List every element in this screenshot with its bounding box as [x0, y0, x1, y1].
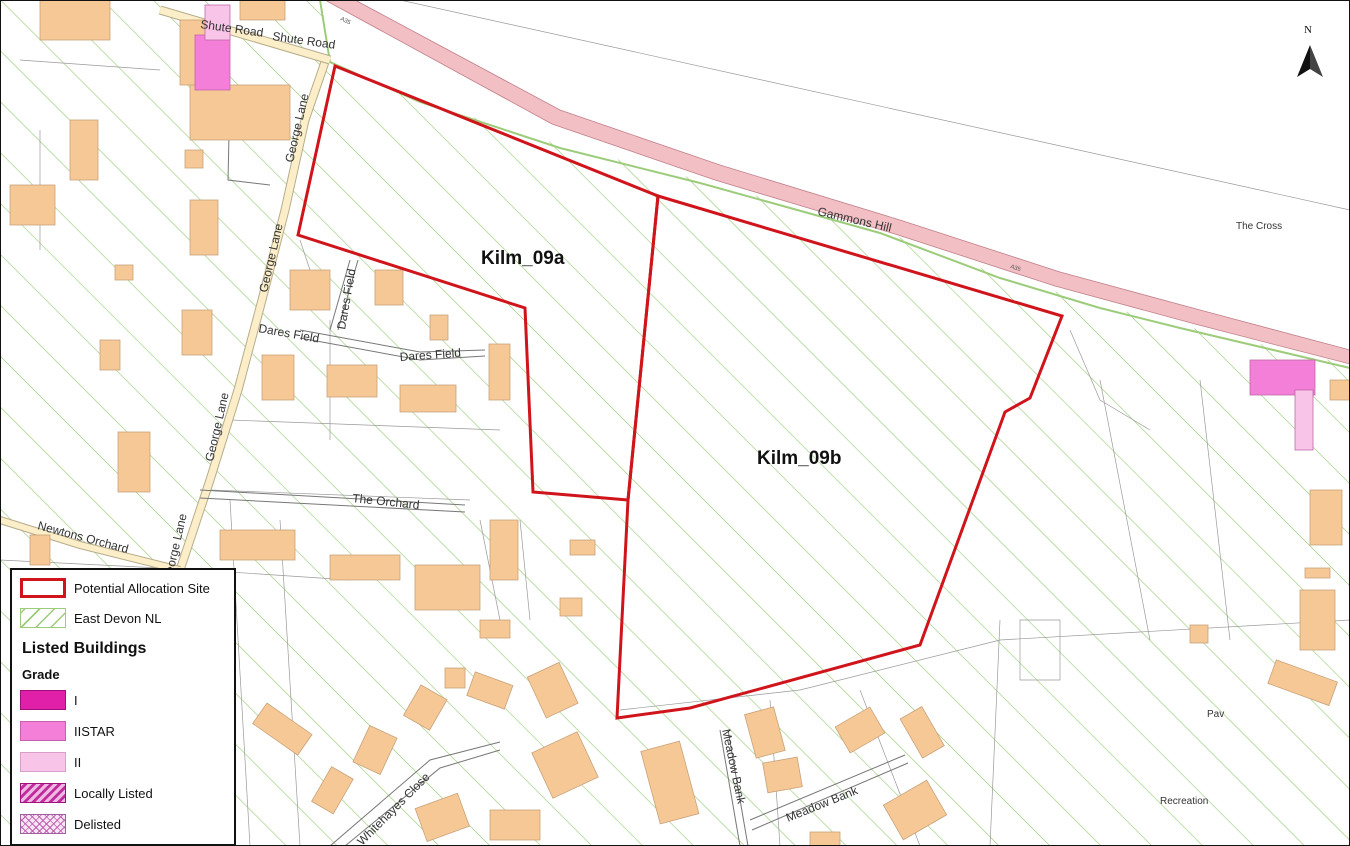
north-label: N	[1304, 24, 1312, 36]
place-label-recreation: Recreation	[1160, 796, 1208, 807]
site-label-kilm-09b: Kilm_09b	[757, 448, 841, 469]
grade-ii-swatch-icon	[20, 752, 66, 772]
grade-iistar-swatch-icon	[20, 721, 66, 741]
legend-item-grade-iistar: IISTAR	[20, 721, 115, 741]
legend-label: Locally Listed	[74, 785, 153, 801]
north-arrow-icon	[1297, 45, 1323, 77]
legend-heading-grade: Grade	[22, 667, 60, 682]
place-label-the-cross: The Cross	[1236, 221, 1282, 232]
road-label-dares-field: Dares Field	[399, 346, 461, 364]
delisted-swatch-icon	[20, 814, 66, 834]
nl-hatch-swatch-icon	[20, 608, 66, 628]
locally-listed-swatch-icon	[20, 783, 66, 803]
legend-label: II	[74, 754, 82, 770]
legend-label: East Devon NL	[74, 610, 162, 626]
a-road	[324, 0, 1350, 365]
listed-buildings	[194, 4, 1316, 451]
minor-roads	[199, 89, 909, 846]
legend-label: Delisted	[74, 816, 121, 832]
legend-item-locally-listed: Locally Listed	[20, 783, 153, 803]
site-label-kilm-09a: Kilm_09a	[481, 248, 565, 269]
site-kilm-09b-boundary[interactable]	[615, 194, 1064, 720]
legend-label: I	[74, 692, 78, 708]
a-road-label: A35	[339, 16, 352, 26]
place-label-pav: Pav	[1207, 709, 1224, 720]
legend-item-nl: East Devon NL	[20, 608, 161, 628]
legend-item-grade-ii: II	[20, 752, 81, 772]
legend-item-grade-i: I	[20, 690, 78, 710]
a-road-label: A35	[1009, 264, 1022, 273]
map-legend: Potential Allocation Site East Devon NL …	[10, 568, 236, 846]
legend-label: Potential Allocation Site	[74, 580, 210, 596]
site-swatch-icon	[20, 578, 66, 598]
legend-heading-listed: Listed Buildings	[22, 640, 147, 657]
legend-item-site: Potential Allocation Site	[20, 578, 210, 598]
legend-item-delisted: Delisted	[20, 814, 121, 834]
buildings	[9, 0, 1350, 846]
legend-label: IISTAR	[74, 723, 115, 739]
grade-i-swatch-icon	[20, 690, 66, 710]
